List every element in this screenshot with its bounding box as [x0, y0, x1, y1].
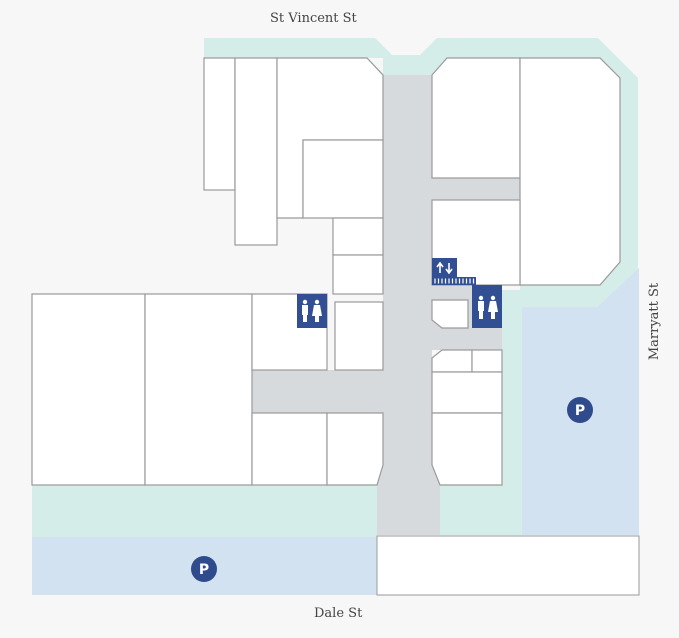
store[interactable] [431, 412, 503, 486]
street-label-north: St Vincent St [270, 11, 357, 26]
store[interactable] [431, 371, 503, 414]
store[interactable] [251, 412, 328, 486]
store[interactable] [203, 57, 236, 191]
svg-text:P: P [199, 562, 209, 578]
parking-icon[interactable]: P [567, 397, 593, 423]
green-walkway-bottom-left [32, 485, 377, 537]
svg-text:P: P [575, 403, 585, 419]
store[interactable] [431, 57, 521, 179]
store[interactable] [431, 299, 469, 329]
store[interactable] [334, 301, 384, 371]
store[interactable] [332, 254, 384, 295]
store[interactable] [234, 57, 278, 246]
store[interactable] [431, 349, 473, 373]
store[interactable] [519, 57, 621, 286]
store[interactable] [302, 139, 384, 219]
restroom-icon[interactable] [297, 294, 327, 328]
store[interactable] [332, 217, 384, 256]
corridor [252, 75, 520, 535]
store[interactable] [31, 293, 146, 486]
elevator-icon[interactable] [432, 258, 457, 278]
store[interactable] [471, 349, 503, 373]
restroom-icon[interactable] [472, 285, 502, 328]
building-south-east [376, 535, 640, 596]
street-label-east: Marryatt St [647, 282, 663, 361]
stairs-icon[interactable] [432, 277, 476, 285]
store[interactable] [326, 412, 384, 486]
store[interactable] [144, 293, 253, 486]
street-label-south: Dale St [314, 606, 363, 621]
parking-icon[interactable]: P [191, 556, 217, 582]
